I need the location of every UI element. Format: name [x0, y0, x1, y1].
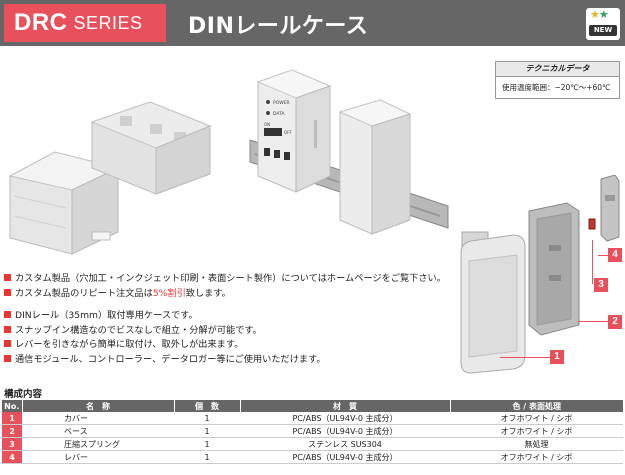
row-name: レバー [22, 450, 174, 464]
callout-line-3 [592, 240, 593, 284]
power-label: POWER [273, 100, 290, 106]
discount-highlight: 5%割引 [152, 287, 186, 299]
bullet-square-icon [4, 340, 11, 347]
row-qty: 1 [174, 450, 240, 464]
bullet-square-icon [4, 288, 11, 296]
bullet-square-icon [4, 311, 11, 318]
tech-data-title: テクニカルデータ [496, 62, 619, 77]
parts-table-header: No. 名 称 個 数 材 質 色 / 表面処理 [2, 400, 623, 412]
parts-table: No. 名 称 個 数 材 質 色 / 表面処理 1 カバー 1 PC/ABS（… [2, 400, 623, 464]
col-qty: 個 数 [174, 400, 241, 412]
callout-line-1 [500, 357, 550, 358]
case-closed-image [8, 151, 120, 255]
product-title: DINレールケース [188, 14, 369, 39]
table-row: 2 ベース 1 PC/ABS（UL94V-0 主成分） オフホワイト / シボ [2, 424, 623, 438]
row-qty: 1 [174, 412, 240, 425]
lever-part [600, 175, 620, 242]
row-material: PC/ABS（UL94V-0 主成分） [240, 450, 450, 464]
col-finish: 色 / 表面処理 [450, 400, 623, 412]
mounted-device-image: POWER DATA ON OFF [256, 69, 332, 193]
table-row: 3 圧縮スプリング 1 ステンレス SUS304 無処理 [2, 437, 623, 451]
series-code: DRC [14, 9, 68, 36]
bullet-square-icon [4, 274, 11, 281]
feature-text: スナップイン構造なのでビスなしで組立・分解が可能です。 [15, 324, 262, 336]
row-no: 2 [2, 424, 22, 438]
callout-line-4 [598, 255, 608, 256]
spring-part [588, 218, 596, 230]
row-material: PC/ABS（UL94V-0 主成分） [240, 412, 450, 425]
cover-part [460, 234, 526, 374]
feature-text: 致します。 [185, 287, 231, 299]
row-material: ステンレス SUS304 [240, 437, 450, 451]
feature-text: カスタム製品（穴加工・インクジェット印刷・表面シート製作）についてはホームページ… [15, 273, 446, 284]
new-label: NEW [589, 25, 617, 36]
tech-data-box: テクニカルデータ 使用温度範囲：−20℃〜+60℃ [495, 61, 620, 99]
bullet-square-icon [4, 354, 11, 362]
callout-4: 4 [608, 248, 622, 262]
feature-text: カスタム製品のリピート注文品は [15, 287, 153, 299]
row-qty: 1 [174, 437, 240, 451]
col-material: 材 質 [240, 400, 451, 412]
off-label: OFF [284, 130, 292, 135]
series-header: DRC SERIES DINレールケース ★★ NEW [0, 0, 625, 46]
case-on-rail-image [338, 99, 412, 235]
callout-3: 3 [594, 278, 608, 292]
parts-section-title: 構成内容 [4, 389, 43, 400]
feature-item: カスタム製品（穴加工・インクジェット印刷・表面シート製作）についてはホームページ… [4, 272, 474, 287]
data-label: DATA [273, 111, 286, 117]
row-no: 3 [2, 437, 22, 451]
row-material: PC/ABS（UL94V-0 主成分） [240, 424, 450, 438]
row-finish: オフホワイト / シボ [450, 412, 623, 425]
callout-1: 1 [550, 350, 564, 364]
series-word: SERIES [73, 12, 143, 33]
callout-2: 2 [608, 315, 622, 329]
on-label: ON [264, 122, 270, 127]
row-no: 4 [2, 450, 22, 464]
feature-item: DINレール（35mm）取付専用ケースです。 [4, 309, 474, 324]
series-badge: DRC SERIES [4, 4, 166, 42]
feature-item: カスタム製品のリピート注文品は5%割引致します。 [4, 287, 474, 302]
base-part [528, 202, 580, 336]
row-no: 1 [2, 412, 22, 425]
col-name: 名 称 [22, 400, 175, 412]
row-finish: オフホワイト / シボ [450, 450, 623, 464]
row-finish: 無処理 [450, 437, 623, 451]
feature-item: スナップイン構造なのでビスなしで組立・分解が可能です。 [4, 324, 474, 339]
col-no: No. [2, 400, 23, 412]
product-photo: POWER DATA ON OFF [8, 69, 489, 267]
feature-item: 通信モジュール、コントローラー、データロガー等にご使用いただけます。 [4, 353, 474, 368]
case-base-image [90, 101, 212, 195]
callout-line-2 [578, 321, 608, 322]
feature-text: レバーを引きながら簡単に取付け、取外しが出来ます。 [15, 339, 244, 350]
feature-list: カスタム製品（穴加工・インクジェット印刷・表面シート製作）についてはホームページ… [4, 272, 474, 367]
row-name: 圧縮スプリング [22, 437, 174, 451]
row-finish: オフホワイト / シボ [450, 424, 623, 438]
row-name: カバー [22, 412, 174, 425]
table-row: 1 カバー 1 PC/ABS（UL94V-0 主成分） オフホワイト / シボ [2, 412, 623, 425]
new-badge: ★★ NEW [586, 8, 620, 40]
feature-item: レバーを引きながら簡単に取付け、取外しが出来ます。 [4, 338, 474, 353]
star-icon: ★★ [590, 8, 609, 21]
feature-text: 通信モジュール、コントローラー、データロガー等にご使用いただけます。 [15, 353, 326, 365]
row-name: ベース [22, 424, 174, 438]
tech-data-row: 使用温度範囲：−20℃〜+60℃ [502, 83, 611, 92]
exploded-view-parts [460, 175, 620, 374]
table-row: 4 レバー 1 PC/ABS（UL94V-0 主成分） オフホワイト / シボ [2, 450, 623, 464]
feature-text: DINレール（35mm）取付専用ケースです。 [15, 310, 198, 321]
bullet-square-icon [4, 325, 11, 333]
row-qty: 1 [174, 424, 240, 438]
